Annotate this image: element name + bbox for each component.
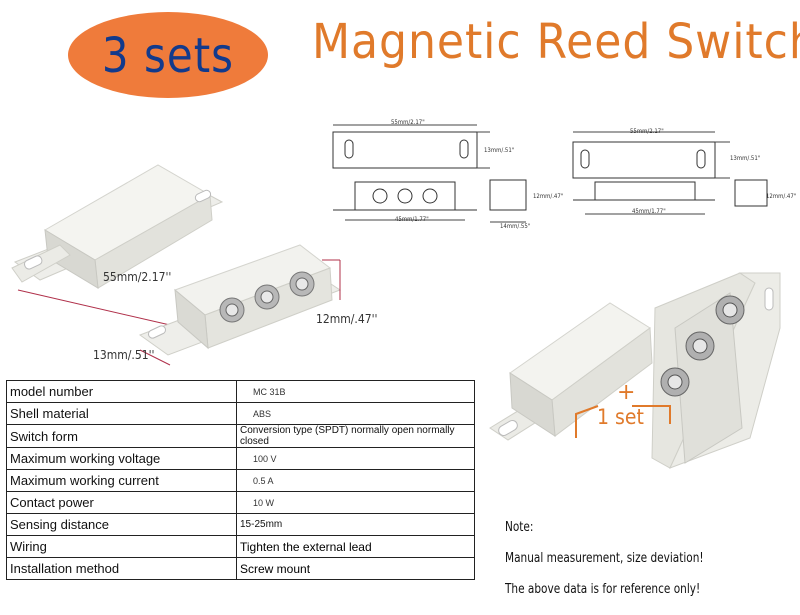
spec-key: Installation method [6,557,237,580]
photo-length-label: 55mm/2.17'' [103,270,172,284]
spec-value: Conversion type (SPDT) normally open nor… [236,424,475,448]
drawing2-base-label: 45mm/1.77" [632,208,666,215]
note-line-2: The above data is for reference only! [505,582,701,597]
drawing1-height-label: 12mm/.47" [533,193,564,200]
spec-key: Contact power [6,491,237,514]
spec-value: MC 31B [236,380,475,403]
photo-width-label: 13mm/.51'' [93,348,155,362]
product-photo-top [11,164,342,366]
page-title: Magnetic Reed Switch [312,14,800,70]
drawing-magnet [572,131,768,215]
spec-value: ABS [236,402,475,425]
drawing1-base-label: 45mm/1.77" [395,216,429,223]
drawing2-length-label: 55mm/2.17" [630,128,664,135]
drawing1-depth-label: 14mm/.55" [500,223,531,230]
note-heading: Note: [505,520,534,535]
spec-value: Screw mount [236,557,475,580]
one-set-label: 1 set [597,405,644,429]
photo-height-label: 12mm/.47'' [316,312,378,326]
spec-value: 10 W [236,491,475,514]
spec-key: Switch form [6,424,237,448]
plus-sign: + [617,380,636,405]
drawing2-width-label: 13mm/.51" [730,155,761,162]
spec-key: Maximum working current [6,469,237,492]
product-photo-right [489,272,781,469]
spec-value: 0.5 A [236,469,475,492]
badge-ellipse: 3 sets [68,12,268,98]
badge-text: 3 sets [101,26,235,84]
spec-key: model number [6,380,237,403]
spec-value: 15-25mm [236,513,475,536]
drawing2-height-label: 12mm/.47" [766,193,797,200]
note-line-1: Manual measurement, size deviation! [505,551,704,566]
spec-key: Shell material [6,402,237,425]
spec-value: 100 V [236,447,475,470]
callout-bracket [575,405,671,438]
drawing-switch [332,124,527,223]
spec-value: Tighten the external lead [236,535,475,558]
spec-key: Maximum working voltage [6,447,237,470]
drawing1-length-label: 55mm/2.17" [391,119,425,126]
spec-key: Sensing distance [6,513,237,536]
drawing1-width-label: 13mm/.51" [484,147,515,154]
spec-key: Wiring [6,535,237,558]
